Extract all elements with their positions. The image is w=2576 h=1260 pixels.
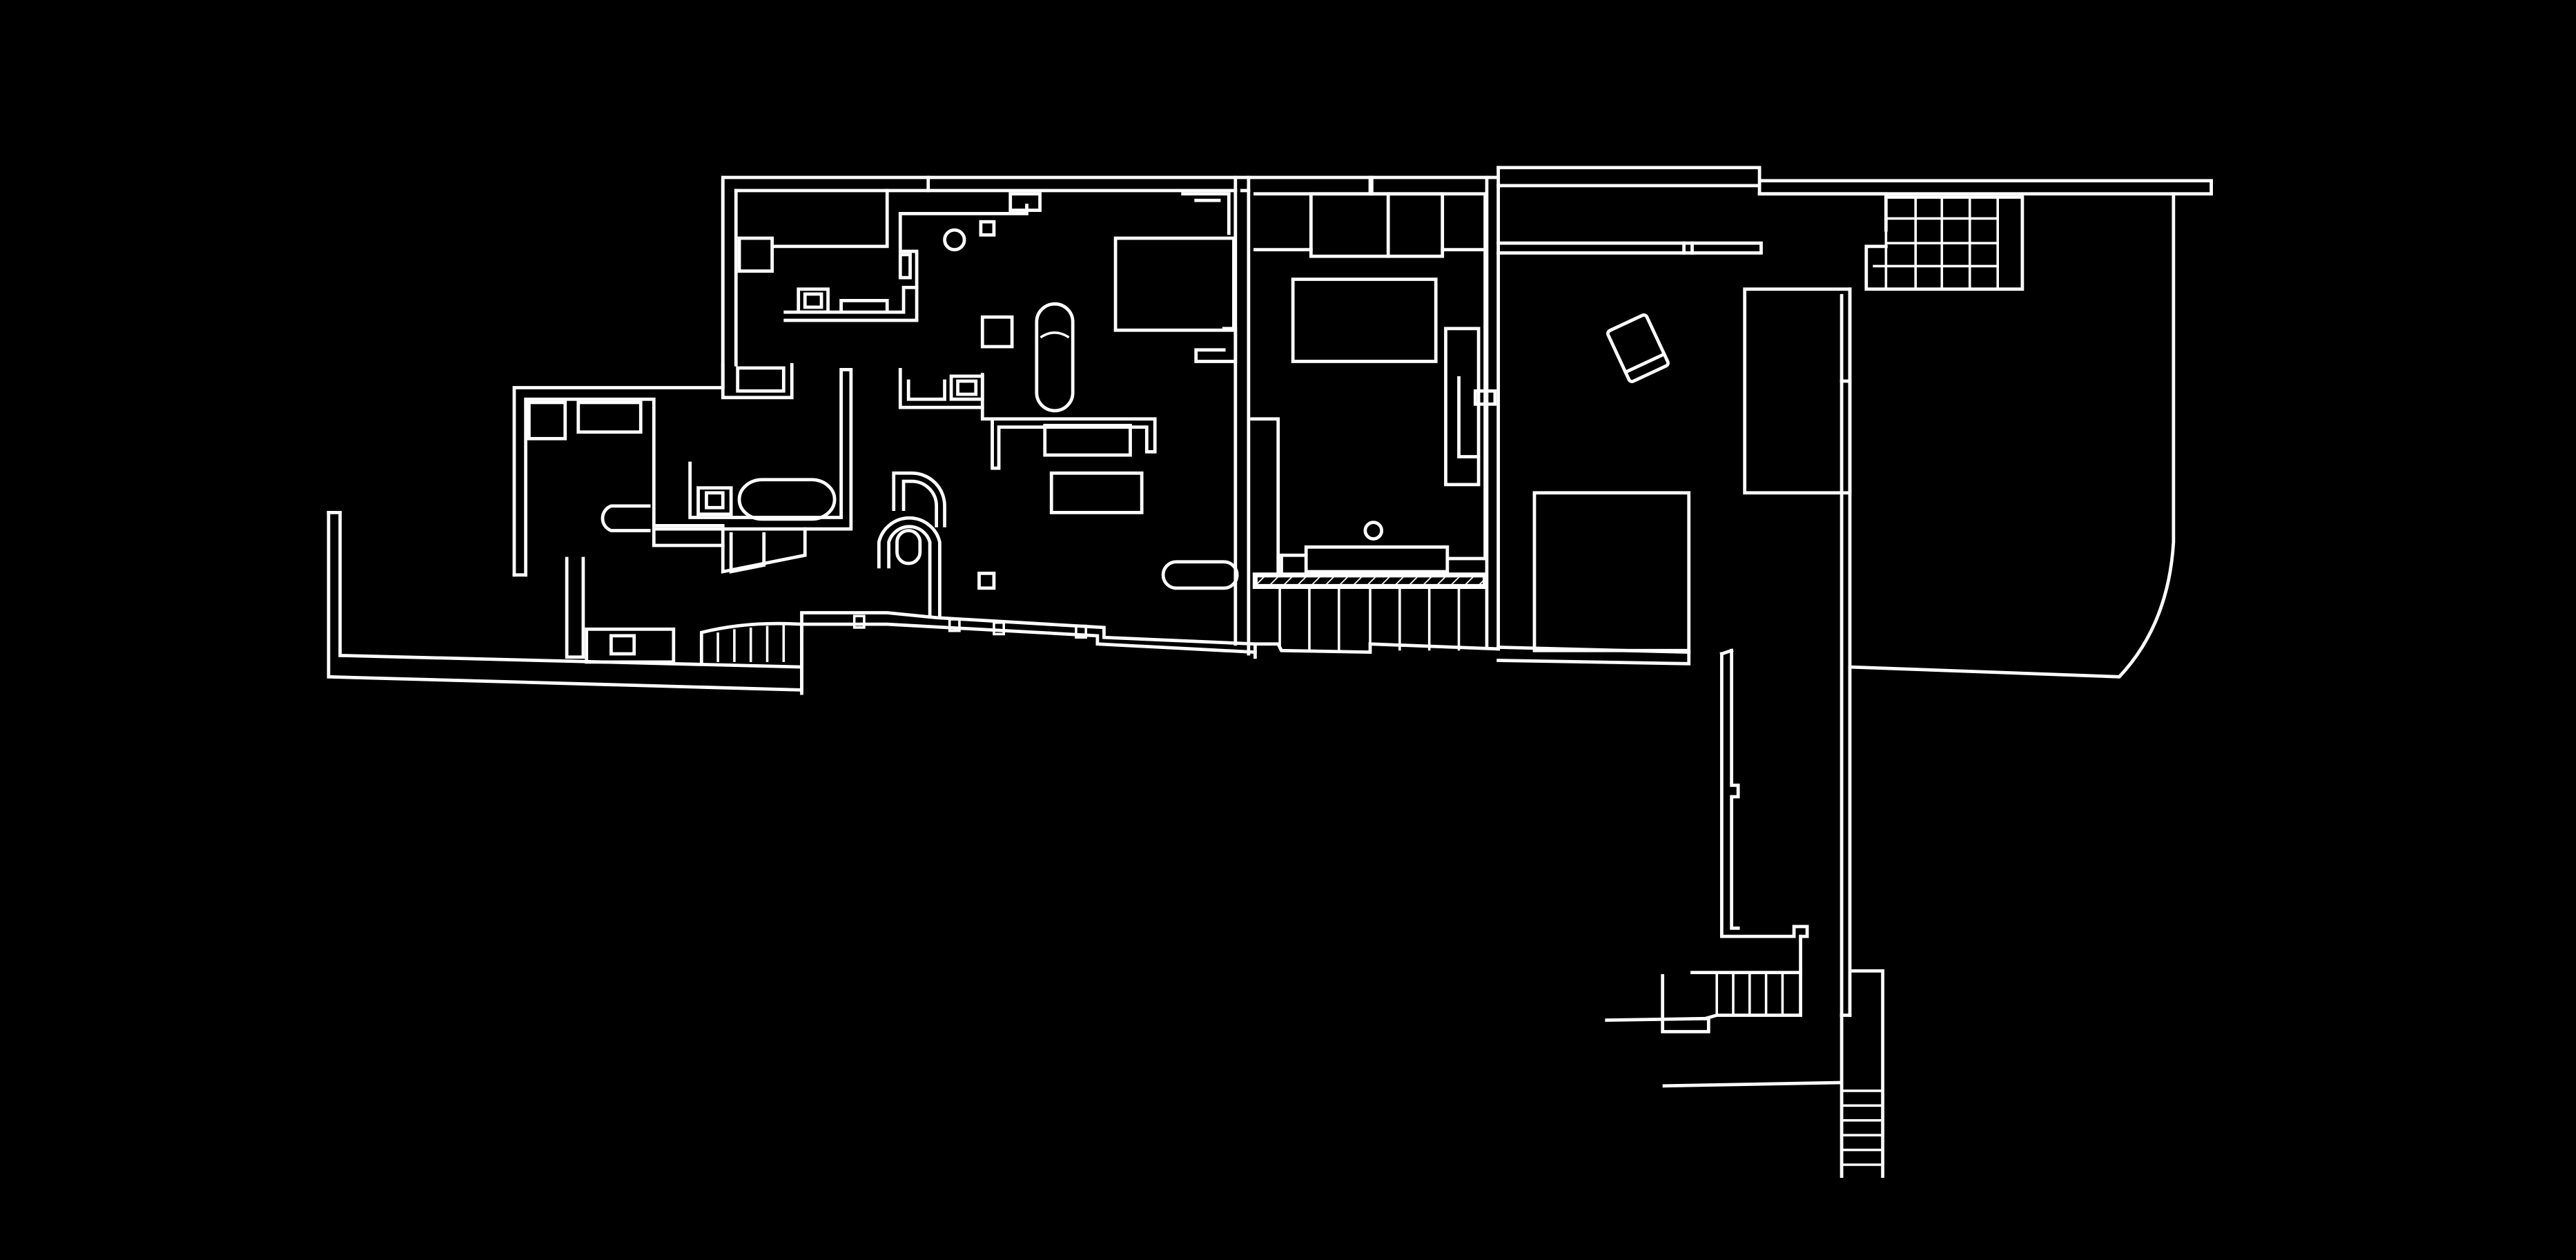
bedroom-right [1250, 166, 1501, 655]
floor-plan [326, 166, 2213, 1179]
stair-grid [1864, 195, 2024, 291]
right-wing [1496, 166, 2213, 1179]
living-zone [877, 192, 1239, 618]
chair-icon [1606, 313, 1670, 383]
left-wing [512, 179, 803, 664]
bathroom-left [652, 362, 853, 574]
central-partition [1233, 175, 1251, 656]
bedroom-top-left [737, 188, 1042, 322]
